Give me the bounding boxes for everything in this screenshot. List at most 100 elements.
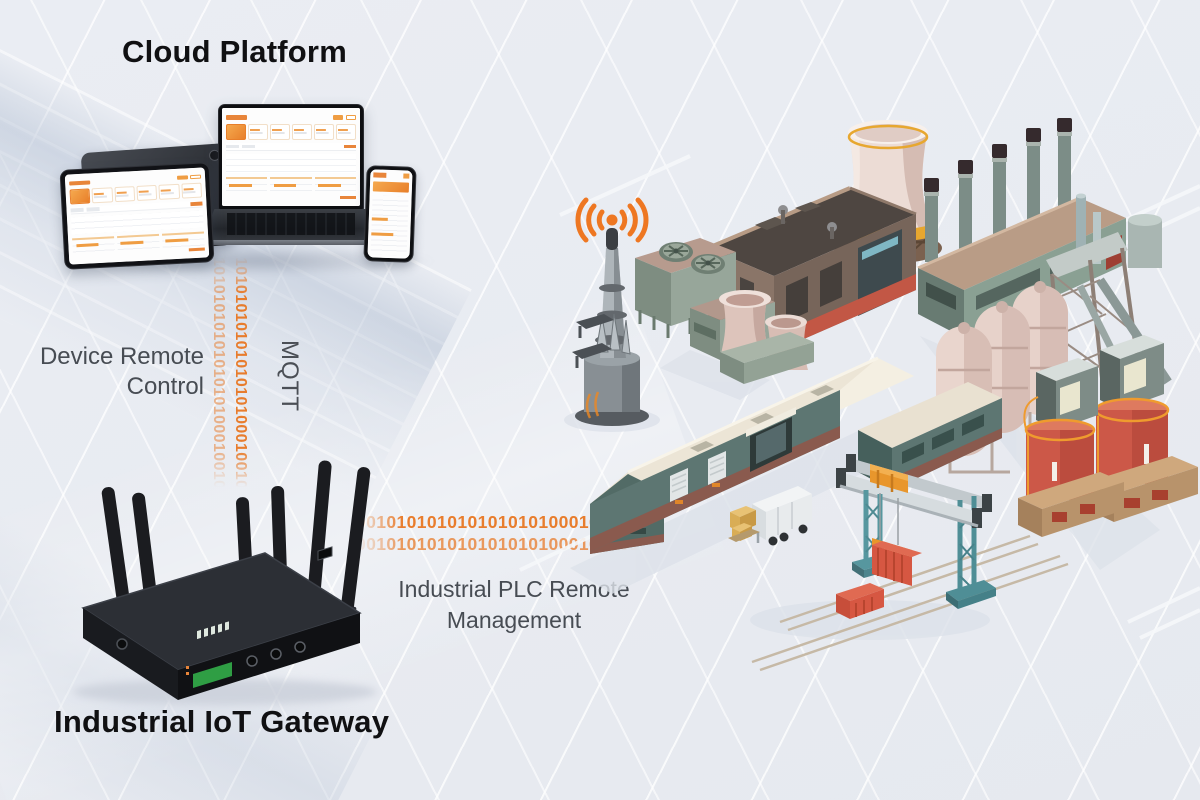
dashboard-filter-row	[226, 143, 356, 151]
industrial-iot-gateway-router	[73, 460, 377, 705]
polygon-decor	[694, 322, 716, 340]
circle-decor	[996, 301, 1008, 313]
circle-decor	[705, 260, 711, 266]
polygon-decor	[836, 594, 850, 619]
circle-decor	[958, 322, 970, 334]
path-decor	[594, 391, 600, 417]
i-decor	[344, 144, 356, 149]
dashboard-table-rows	[226, 153, 356, 173]
i-decor	[91, 187, 113, 204]
path-decor	[519, 530, 601, 572]
polygon-decor	[852, 562, 864, 578]
rect-decor	[211, 625, 215, 635]
industrial-park-illustration	[519, 118, 1200, 672]
path-decor	[627, 356, 879, 474]
i-decor	[229, 183, 252, 187]
polygon-decor	[1100, 350, 1120, 410]
base-ticks	[585, 391, 600, 419]
ellipse-decor	[1128, 214, 1162, 226]
path-decor	[671, 473, 687, 493]
polygon-decor	[962, 414, 984, 436]
rect-decor	[836, 468, 846, 488]
polygon-decor	[670, 468, 688, 502]
rect-decor	[1093, 212, 1101, 264]
g-decor	[197, 621, 229, 640]
chimneys	[924, 118, 1072, 262]
rect-decor	[1076, 196, 1086, 258]
rect-decor	[606, 228, 618, 250]
polygon-decor	[746, 407, 796, 437]
roof-vents	[755, 202, 837, 239]
polygon-decor	[621, 319, 631, 355]
i-decor	[177, 175, 188, 180]
rect-decor	[1052, 512, 1067, 522]
ellipse-decor	[771, 318, 801, 328]
pallet-boxes	[728, 506, 760, 542]
i-decor	[371, 217, 389, 222]
path-decor	[777, 502, 793, 535]
path-decor	[709, 456, 725, 476]
polygon-decor	[946, 592, 958, 609]
i-decor	[188, 247, 205, 252]
laptop-edge	[202, 240, 380, 245]
path-decor	[575, 197, 589, 243]
rect-decor	[959, 172, 972, 250]
polygon-decor	[83, 608, 178, 700]
rect-decor	[1057, 118, 1072, 132]
path-decor	[849, 186, 917, 216]
path-decor	[879, 493, 899, 545]
i-decor	[120, 241, 144, 246]
rect-decor	[972, 508, 982, 528]
ellipse-decor	[599, 284, 625, 292]
router-shadow	[73, 679, 377, 705]
i-decor	[314, 123, 334, 141]
path-decor	[586, 203, 597, 237]
ellipse-decor	[855, 124, 921, 142]
polygon-decor	[862, 236, 898, 260]
dashboard-titlebar	[373, 171, 410, 179]
ellipse-decor	[726, 294, 764, 306]
path-decor	[596, 209, 605, 231]
polygon-decor	[1036, 372, 1056, 430]
polygon-decor	[786, 276, 808, 322]
path-decor	[917, 196, 1081, 270]
path-decor	[1002, 305, 1030, 433]
i-decor	[165, 238, 189, 243]
i-decor	[402, 172, 410, 179]
dashboard-stat-card	[372, 181, 410, 194]
dashboard-list	[370, 195, 409, 257]
binary-line: 00101010101010101010001001010	[356, 534, 650, 554]
i-decor	[373, 171, 387, 179]
router-ports	[116, 546, 333, 675]
i-decor	[226, 144, 240, 149]
rect-decor	[186, 666, 189, 669]
polygon-decor	[774, 274, 916, 352]
dashboard-list-columns	[226, 176, 356, 195]
circle-decor	[606, 214, 618, 226]
i-decor	[248, 123, 268, 141]
polygon-decor	[946, 580, 996, 601]
polygon-decor	[752, 486, 812, 512]
rect-decor	[924, 178, 939, 192]
rect-decor	[846, 454, 856, 472]
rect-decor	[992, 158, 1007, 162]
g-decor	[902, 414, 984, 464]
i-decor	[86, 207, 100, 212]
rect-decor	[622, 358, 640, 412]
rect-decor	[675, 500, 683, 504]
polygon-decor	[660, 350, 770, 400]
polygon-decor	[810, 385, 834, 396]
polygon-decor	[926, 282, 956, 310]
smartphone	[363, 165, 417, 263]
tower-platforms	[572, 314, 614, 368]
path-decor	[1139, 608, 1200, 640]
i-decor	[226, 115, 247, 120]
circle-decor	[1034, 281, 1046, 293]
path-decor	[1023, 396, 1039, 496]
cloud-dashboard-screen	[222, 108, 360, 206]
crane-trolley	[870, 464, 908, 545]
rect-decor	[1052, 462, 1057, 481]
fan-icon	[691, 254, 725, 274]
cloud-dashboard-screen-mobile	[367, 169, 413, 259]
